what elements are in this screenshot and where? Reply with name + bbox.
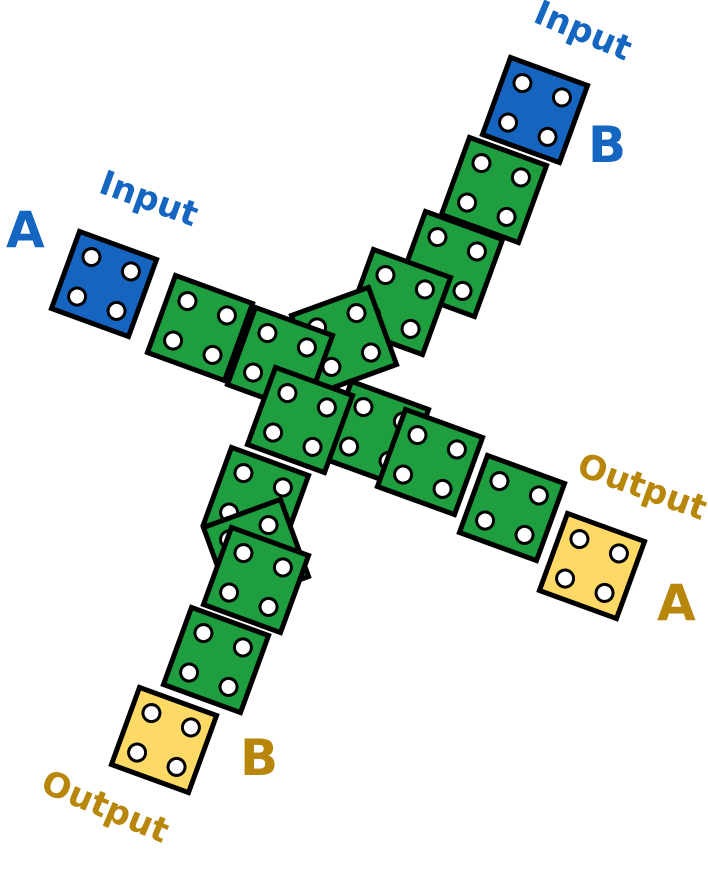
quantum-dot — [233, 463, 254, 484]
cell-input-b — [479, 54, 591, 166]
quantum-dot — [537, 126, 558, 147]
cell-body — [160, 604, 272, 716]
cell-wire-a-4 — [374, 406, 486, 518]
channel-a-input-letter: A — [6, 201, 45, 259]
quantum-dot — [510, 167, 531, 188]
quantum-dot — [446, 439, 467, 460]
quantum-dot — [489, 471, 510, 492]
cell-wire-b-8 — [200, 524, 312, 636]
quantum-dot — [452, 280, 473, 301]
cell-body — [374, 406, 486, 518]
quantum-dot — [466, 241, 487, 262]
quantum-dot — [360, 342, 381, 363]
quantum-dot — [219, 582, 240, 603]
quantum-dot — [193, 623, 214, 644]
quantum-dot — [375, 265, 396, 286]
quantum-dot — [528, 485, 549, 506]
quantum-dot — [257, 323, 278, 344]
cell-wire-b-5 — [244, 364, 356, 476]
quantum-dot — [179, 662, 200, 683]
quantum-dot — [218, 676, 239, 697]
cell-body — [244, 364, 356, 476]
cell-output-b — [108, 684, 220, 796]
quantum-dot — [555, 568, 576, 589]
quantum-dot — [243, 362, 264, 383]
quantum-dot — [277, 383, 298, 404]
quantum-dot — [393, 464, 414, 485]
channel-a-output-letter: A — [657, 574, 696, 632]
quantum-dot — [457, 192, 478, 213]
cell-body — [48, 228, 160, 340]
quantum-dot — [263, 422, 284, 443]
quantum-dot — [569, 529, 590, 550]
quantum-dot — [353, 397, 374, 418]
quantum-dot — [512, 73, 533, 94]
quantum-dot — [346, 303, 367, 324]
quantum-dot — [233, 543, 254, 564]
quantum-dot — [120, 261, 141, 282]
cell-body — [438, 134, 550, 246]
quantum-dot — [498, 112, 519, 133]
cell-wire-a-1 — [144, 272, 256, 384]
quantum-dot — [471, 153, 492, 174]
cell-body — [456, 452, 568, 564]
quantum-dot — [339, 436, 360, 457]
quantum-dot — [81, 247, 102, 268]
quantum-dot — [127, 742, 148, 763]
quantum-dot — [608, 543, 629, 564]
cell-body — [144, 272, 256, 384]
quantum-dot — [177, 291, 198, 312]
quantum-dot — [475, 510, 496, 531]
cell-wire-a-5 — [456, 452, 568, 564]
quantum-dot — [432, 478, 453, 499]
cell-output-a — [536, 510, 648, 622]
cell-body — [200, 524, 312, 636]
quantum-dot — [258, 515, 279, 536]
cell-body — [536, 510, 648, 622]
quantum-dot — [400, 318, 421, 339]
quantum-dot — [163, 330, 184, 351]
channel-b-output-letter: B — [240, 729, 279, 787]
quantum-dot — [414, 279, 435, 300]
quantum-dot — [551, 87, 572, 108]
quantum-dot — [407, 425, 428, 446]
quantum-dot — [166, 756, 187, 777]
quantum-dot — [67, 286, 88, 307]
quantum-dot — [272, 557, 293, 578]
cell-wire-b-9 — [160, 604, 272, 716]
quantum-dot — [180, 717, 201, 738]
channel-b-input-letter: B — [588, 116, 627, 174]
quantum-dot — [427, 227, 448, 248]
cell-wire-b-1 — [438, 134, 550, 246]
quantum-dot — [302, 436, 323, 457]
quantum-dot — [316, 397, 337, 418]
quantum-dot — [272, 477, 293, 498]
quantum-dot — [258, 596, 279, 617]
quantum-dot — [141, 703, 162, 724]
quantum-dot — [321, 356, 342, 377]
cell-input-a — [48, 228, 160, 340]
quantum-dot — [514, 524, 535, 545]
quantum-dot — [296, 337, 317, 358]
quantum-dot — [496, 206, 517, 227]
cell-body — [108, 684, 220, 796]
quantum-dot — [216, 305, 237, 326]
quantum-dot — [202, 344, 223, 365]
quantum-dot — [232, 637, 253, 658]
cell-body — [479, 54, 591, 166]
quantum-dot — [594, 582, 615, 603]
quantum-dot — [106, 300, 127, 321]
